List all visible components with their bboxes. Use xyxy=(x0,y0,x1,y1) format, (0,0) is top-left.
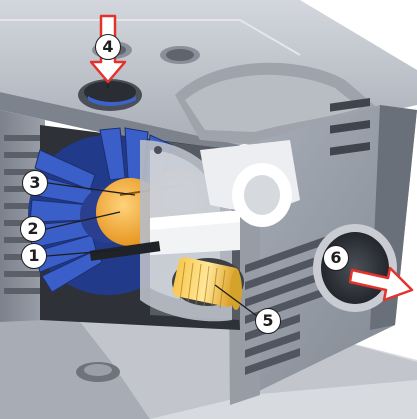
yellow-coil xyxy=(172,257,244,310)
white-bracket xyxy=(150,140,300,255)
callout-5: 5 xyxy=(255,308,281,334)
callout-6: 6 xyxy=(323,245,349,271)
callout-1: 1 xyxy=(21,243,47,269)
callout-4: 4 xyxy=(95,34,121,60)
callout-2: 2 xyxy=(20,216,46,242)
callout-3: 3 xyxy=(22,170,48,196)
outlet-arrow-icon xyxy=(348,266,414,302)
motor-shaft xyxy=(89,241,161,261)
